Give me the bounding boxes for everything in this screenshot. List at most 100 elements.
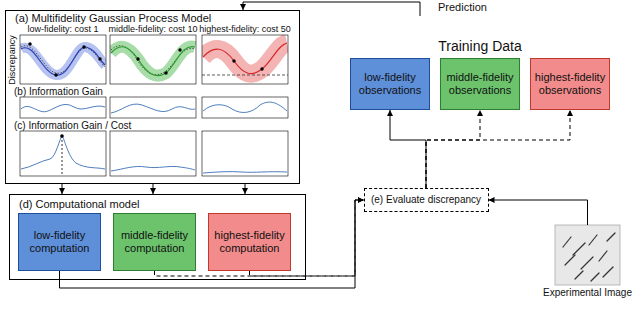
gp-plot-highest-part [202, 43, 288, 75]
plot-title: highest-fidelity: cost 50 [199, 24, 291, 34]
observation-box: middle-fidelity observations [440, 58, 520, 110]
gain-cost-plot-part [62, 136, 63, 176]
connector-arrow [153, 184, 154, 194]
gain-cost-plot [20, 131, 106, 176]
gain-cost-plot-part [111, 166, 195, 171]
connector-arrow [426, 110, 480, 188]
connector-arrow [62, 184, 63, 194]
connector-arrow [243, 2, 420, 16]
experimental-image-part-part [599, 251, 607, 261]
experimental-image [555, 225, 620, 285]
computation-box: middle-fidelity computation [113, 213, 196, 271]
experimental-image-part-part [563, 237, 571, 247]
gp-plot-middle-part [110, 35, 196, 84]
experimental-image-part-part [581, 257, 593, 269]
gp-plot-low-part-part [28, 42, 31, 45]
info-gain-plot-part [111, 104, 195, 113]
gp-plot-low-part [20, 35, 106, 84]
image-node: Experimental Image [555, 225, 620, 285]
gp-plot-middle-part-part [136, 57, 139, 60]
gp-plot-middle-part [111, 46, 195, 76]
gp-plot-highest-part [202, 35, 288, 84]
info-gain-plot [110, 97, 196, 118]
gp-plot-middle-part-part [164, 71, 167, 74]
experimental-image-part-part [589, 235, 597, 245]
gain-cost-plot-part [20, 131, 106, 176]
gain-cost-plot-part [21, 136, 105, 169]
gp-plot-middle-part-part [111, 46, 195, 75]
gain-cost-plot [202, 131, 288, 176]
gp-plot-low-part [21, 42, 105, 76]
experimental-image-part-part [603, 267, 613, 277]
image-caption: Experimental Image [543, 287, 632, 299]
panel-title: (a) Multifidelity Gaussian Process Model [13, 12, 213, 24]
computation-box: low-fidelity computation [18, 213, 101, 271]
observation-box: low-fidelity observations [350, 58, 430, 110]
observation-box: highest-fidelity observations [530, 58, 610, 110]
computation-box: highest-fidelity computation [208, 213, 291, 271]
connector-arrow [390, 110, 426, 188]
gp-plot-middle-part-part [178, 48, 181, 51]
experimental-image-part-part [607, 233, 615, 241]
gp-plot-highest-part-part [203, 43, 287, 74]
box-label: (e) Evaluate discrepancy [371, 194, 481, 206]
connector-arrow [426, 110, 570, 188]
database-title: Training Data [330, 38, 630, 54]
experimental-image-part-part [591, 273, 599, 281]
gp-plot-highest-part-part [202, 75, 288, 76]
gp-plot-low-part-part [21, 47, 105, 75]
info-gain-plot-part [110, 97, 196, 118]
gain-cost-plot-part [203, 172, 287, 173]
info-gain-plot-part [202, 97, 288, 118]
gp-plot-highest-part-part [232, 59, 235, 62]
panel-subtitle: (b) Information Gain [14, 86, 103, 98]
panel-subtitle: (c) Information Gain / Cost [14, 120, 131, 132]
plot-title: middle-fidelity: cost 10 [108, 24, 197, 34]
gain-cost-plot [110, 131, 196, 176]
box-label: highest-fidelity observations [534, 71, 606, 96]
process-box: (e) Evaluate discrepancy [364, 188, 489, 212]
gain-cost-plot-part [60, 134, 64, 138]
experimental-image-part [555, 225, 620, 285]
gp-plot-highest-part [202, 35, 288, 84]
gp-plot-highest [202, 35, 288, 84]
box-label: highest-fidelity computation [212, 229, 287, 254]
gp-plot-low [20, 35, 106, 84]
info-gain-plot-part [21, 104, 105, 111]
cylinder-body [331, 27, 629, 180]
model-panel: (d) Computational model low-fidelity comp… [9, 194, 306, 280]
connector-arrow [489, 200, 588, 225]
gp-plot-low-part-part [54, 73, 57, 76]
database-cylinder: Training Data low-fidelity observations mi… [330, 16, 630, 181]
box-label: middle-fidelity computation [117, 229, 192, 254]
info-gain-plot [20, 97, 106, 118]
axis-label: Discrepancy [7, 35, 17, 85]
gp-plot-middle [110, 35, 196, 84]
edge-label: Prediction [438, 1, 487, 14]
info-gain-plot-part [20, 97, 106, 118]
box-label: low-fidelity observations [354, 71, 426, 96]
experimental-image-part-part [573, 243, 585, 255]
info-gain-plot [202, 97, 288, 118]
cylinder-top [331, 17, 629, 39]
gp-plot-low-part [20, 35, 106, 84]
connector-arrow [245, 184, 246, 194]
gp-plot-highest-part-part [260, 67, 263, 70]
panel-title: (d) Computational model [17, 198, 141, 210]
info-gain-plot-part [203, 102, 287, 112]
experimental-image-part [563, 233, 615, 281]
gp-plot-low-part-part [98, 57, 101, 60]
gain-cost-plot-part [110, 131, 196, 176]
box-label: low-fidelity computation [22, 229, 97, 254]
experimental-image-part-part [575, 271, 583, 279]
gp-plot-middle-part [110, 35, 196, 84]
gp-plot-middle-part-part [111, 47, 195, 76]
gp-plot-highest-part-part [203, 43, 287, 74]
gp-plot-low-part-part [21, 47, 105, 75]
experimental-image-part-part [565, 255, 575, 265]
gain-cost-plot-part [202, 131, 288, 176]
connector-arrow [60, 200, 364, 288]
gp-plot-low-part-part [82, 45, 85, 48]
box-label: middle-fidelity observations [444, 71, 516, 96]
plot-title: low-fidelity: cost 1 [27, 24, 98, 34]
